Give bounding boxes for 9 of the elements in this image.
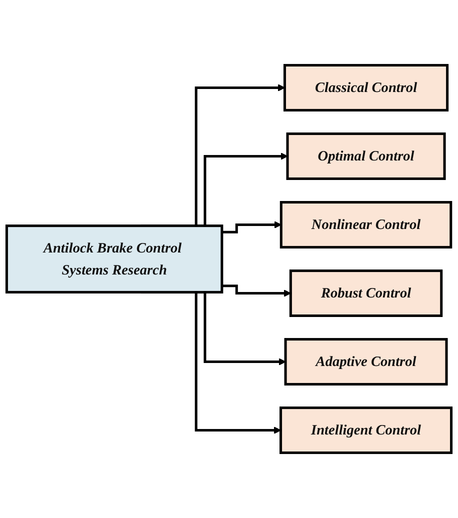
node-box: Adaptive Control bbox=[284, 338, 448, 386]
node-box: Nonlinear Control bbox=[280, 201, 452, 248]
node-box: Antilock Brake Control Systems Research bbox=[5, 224, 224, 294]
node-box: Intelligent Control bbox=[280, 406, 453, 454]
arrow bbox=[222, 284, 292, 297]
node-box: Robust Control bbox=[289, 270, 443, 317]
node-box: Optimal Control bbox=[286, 132, 446, 180]
node-box: Classical Control bbox=[283, 64, 449, 112]
arrow bbox=[222, 221, 282, 234]
